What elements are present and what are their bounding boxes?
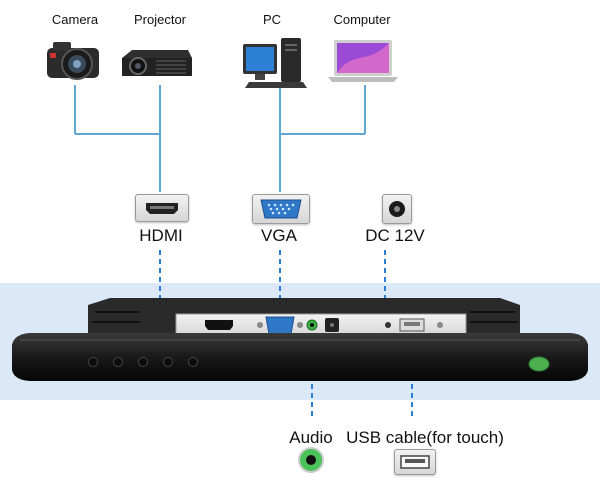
camera-icon: [47, 42, 99, 80]
dc-jack-icon: [382, 194, 412, 224]
panel-vga-port: [265, 316, 295, 335]
audio-jack-icon: [297, 446, 325, 474]
pc-label: PC: [262, 12, 282, 27]
laptop-icon: [328, 40, 398, 82]
usb-label: USB cable(for touch): [346, 428, 504, 447]
computer-label: Computer: [333, 12, 391, 27]
power-led: [528, 356, 550, 372]
hdmi-port-icon: [135, 194, 189, 222]
dc-label: DC 12V: [365, 226, 425, 245]
vga-label: VGA: [261, 226, 297, 245]
camera-label: Camera: [51, 12, 99, 27]
desktop-pc-icon: [243, 38, 307, 88]
audio-label: Audio: [289, 428, 333, 447]
projector-icon: [122, 50, 192, 76]
monitor-buttons: [88, 357, 198, 367]
vga-port-icon: [252, 194, 310, 224]
panel-hdmi-port: [205, 320, 233, 330]
projector-label: Projector: [133, 12, 187, 27]
connector-lines: [74, 85, 366, 192]
usb-port-icon: [394, 449, 436, 475]
hdmi-label: HDMI: [139, 226, 183, 245]
